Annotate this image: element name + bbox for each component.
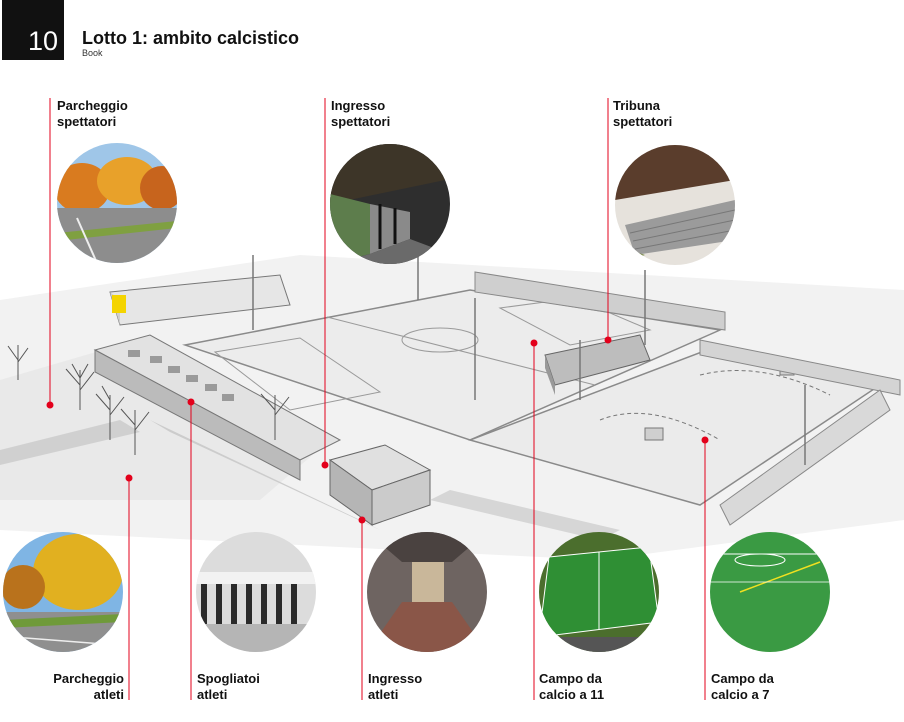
label-line: atleti bbox=[93, 687, 124, 702]
label-line: Spogliatoi bbox=[197, 671, 260, 686]
photo-campo-11 bbox=[539, 532, 659, 652]
photo-parcheggio-spettatori bbox=[57, 143, 177, 263]
label-campo-7: Campo da calcio a 7 bbox=[711, 671, 774, 703]
label-line: spettatori bbox=[331, 114, 391, 129]
photo-ingresso-atleti bbox=[367, 532, 487, 652]
label-tribuna-spettatori: Tribuna spettatori bbox=[613, 98, 672, 130]
label-line: calcio a 11 bbox=[539, 687, 605, 702]
label-parcheggio-atleti: Parcheggio atleti bbox=[32, 671, 124, 703]
label-line: spettatori bbox=[57, 114, 117, 129]
label-parcheggio-spettatori: Parcheggio spettatori bbox=[57, 98, 128, 130]
page-number-badge: 10 bbox=[2, 0, 64, 60]
label-line: Campo da bbox=[711, 671, 774, 686]
label-ingresso-spettatori: Ingresso spettatori bbox=[331, 98, 390, 130]
label-line: Ingresso bbox=[331, 98, 386, 113]
page-number: 10 bbox=[27, 26, 58, 56]
label-spogliatoi-atleti: Spogliatoi atleti bbox=[197, 671, 260, 703]
photo-campo-7 bbox=[710, 532, 830, 652]
label-line: Campo da bbox=[539, 671, 602, 686]
label-line: Tribuna bbox=[613, 98, 660, 113]
label-line: calcio a 7 bbox=[711, 687, 770, 702]
page-title: Lotto 1: ambito calcistico bbox=[82, 28, 300, 48]
label-ingresso-atleti: Ingresso atleti bbox=[368, 671, 422, 703]
label-line: Parcheggio bbox=[57, 98, 128, 113]
page-subtitle: Book bbox=[82, 48, 103, 58]
photo-parcheggio-atleti bbox=[3, 532, 123, 652]
label-line: atleti bbox=[368, 687, 399, 702]
label-line: Ingresso bbox=[368, 671, 423, 686]
label-line: atleti bbox=[197, 687, 228, 702]
photo-ingresso-spettatori bbox=[330, 144, 450, 264]
label-line: Parcheggio bbox=[53, 671, 124, 686]
photo-spogliatoi-atleti bbox=[196, 532, 316, 652]
label-campo-11: Campo da calcio a 11 bbox=[539, 671, 604, 703]
photo-tribuna-spettatori bbox=[615, 145, 735, 265]
label-line: spettatori bbox=[613, 114, 673, 129]
